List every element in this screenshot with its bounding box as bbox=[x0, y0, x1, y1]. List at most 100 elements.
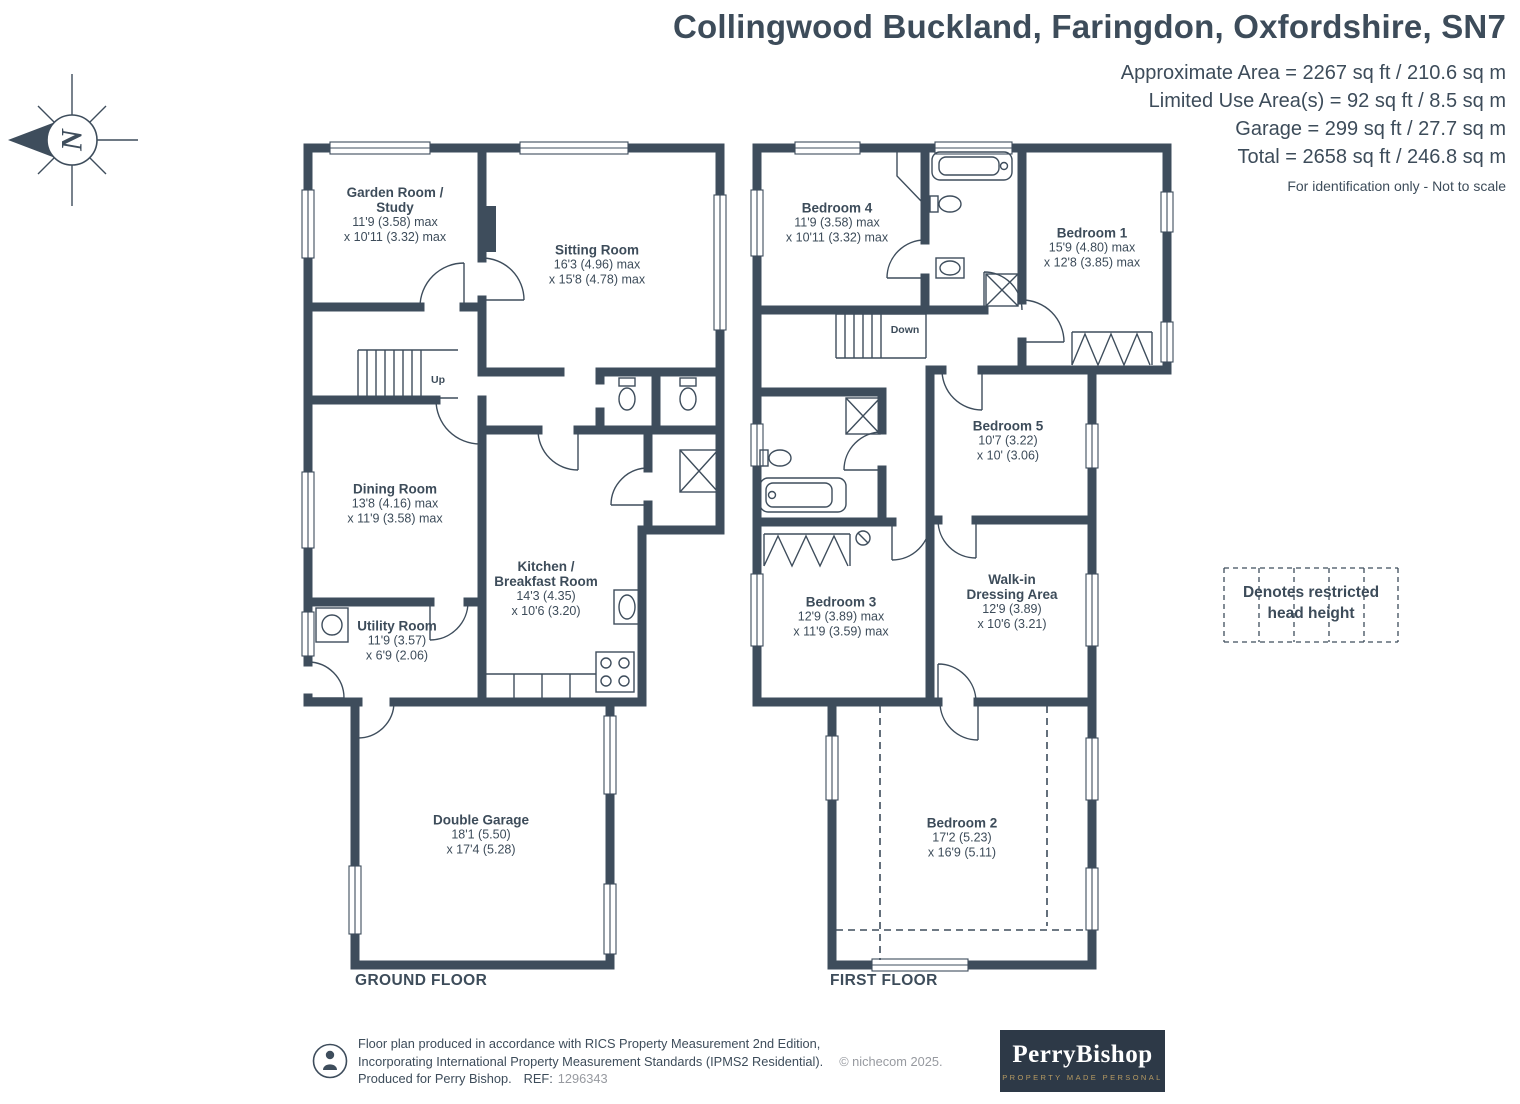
footer-line2: Incorporating International Property Mea… bbox=[358, 1053, 943, 1071]
logo-name: PerryBishop bbox=[1012, 1040, 1153, 1068]
shower-icon bbox=[985, 273, 1019, 307]
toilet-icon bbox=[679, 377, 697, 411]
kitchen-counter bbox=[486, 673, 596, 700]
room-dim1: 17'2 (5.23) bbox=[932, 830, 992, 845]
ground-floor-label: GROUND FLOOR bbox=[355, 972, 488, 989]
stairs-up-icon bbox=[357, 349, 458, 399]
room-label-walk-in-dressing-area: Walk-in Dressing Area 12'9 (3.89) x 10'6… bbox=[966, 572, 1057, 632]
room-name: Double Garage bbox=[432, 812, 530, 828]
room-label-dining-room: Dining Room 13'8 (4.16) max x 11'9 (3.58… bbox=[347, 482, 442, 527]
room-label-bedroom-4: Bedroom 4 11'9 (3.58) max x 10'11 (3.32)… bbox=[786, 201, 888, 246]
room-dim1: 16'3 (4.96) max bbox=[553, 257, 641, 272]
room-label-double-garage: Double Garage 18'1 (5.50) x 17'4 (5.28) bbox=[433, 813, 529, 858]
room-label-bedroom-3: Bedroom 3 12'9 (3.89) max x 11'9 (3.59) … bbox=[793, 595, 888, 640]
toilet-icon bbox=[759, 449, 792, 467]
cooker-icon bbox=[595, 651, 635, 693]
compass-north-label: N bbox=[56, 128, 89, 152]
copyright-text: © nichecom 2025. bbox=[839, 1053, 943, 1069]
shower-icon bbox=[845, 397, 881, 435]
sink-icon bbox=[935, 257, 965, 279]
first-floor-plan bbox=[750, 141, 1174, 972]
stairs-down-icon bbox=[835, 313, 927, 359]
room-dim2: x 10'6 (3.21) bbox=[977, 617, 1047, 631]
scale-disclaimer: For identification only - Not to scale bbox=[1287, 178, 1506, 194]
restricted-height-dashes bbox=[836, 706, 1086, 960]
restricted-height-legend-boxes bbox=[1223, 567, 1399, 643]
room-label-bedroom-5: Bedroom 5 10'7 (3.22) x 10' (3.06) bbox=[973, 419, 1044, 464]
room-dim2: x 11'9 (3.59) max bbox=[793, 624, 889, 639]
room-name: Dining Room bbox=[352, 481, 437, 497]
ground-floor-doors bbox=[307, 257, 649, 739]
room-dim2: x 6'9 (2.06) bbox=[365, 648, 429, 663]
room-dim2: x 10'6 (3.20) bbox=[511, 604, 581, 618]
room-dim2: x 10'11 (3.32) max bbox=[785, 230, 889, 245]
room-name: Kitchen / Breakfast Room bbox=[494, 559, 598, 589]
washing-machine-icon bbox=[315, 607, 349, 643]
ref-number: 1296343 bbox=[557, 1071, 608, 1086]
bath-icon bbox=[759, 477, 847, 513]
restricted-height-legend-text: Denotes restricted head height bbox=[1242, 584, 1380, 622]
produced-for-text: Produced for Perry Bishop. bbox=[358, 1071, 512, 1086]
room-dim1: 11'9 (3.58) max bbox=[352, 215, 438, 229]
ref-label: REF: bbox=[523, 1071, 553, 1086]
wardrobe-icon bbox=[763, 533, 851, 568]
footer-line2-text: Incorporating International Property Mea… bbox=[358, 1053, 824, 1069]
room-dim2: x 15'8 (4.78) max bbox=[548, 272, 646, 287]
limited-use-area: Limited Use Area(s) = 92 sq ft / 8.5 sq … bbox=[1148, 90, 1506, 112]
room-name: Garden Room / Study bbox=[346, 185, 444, 215]
footer-line1: Floor plan produced in accordance with R… bbox=[358, 1036, 821, 1051]
toilet-icon bbox=[618, 377, 636, 411]
room-name: Walk-in Dressing Area bbox=[966, 572, 1058, 602]
compass-icon: N bbox=[8, 74, 138, 206]
ceiling-light-icon bbox=[855, 530, 871, 546]
room-dim1: 11'9 (3.58) max bbox=[794, 215, 880, 230]
chimney-breast bbox=[482, 206, 496, 252]
toilet-icon bbox=[929, 195, 962, 213]
logo-tagline: PROPERTY MADE PERSONAL bbox=[1002, 1072, 1163, 1082]
stairs-down-label: Down bbox=[890, 324, 920, 336]
stairs-up-label: Up bbox=[431, 374, 445, 386]
room-label-bedroom-2: Bedroom 2 17'2 (5.23) x 16'9 (5.11) bbox=[927, 816, 998, 861]
ground-floor-plan bbox=[301, 141, 727, 970]
room-name: Bedroom 1 bbox=[1056, 225, 1128, 241]
room-dim2: x 10' (3.06) bbox=[976, 448, 1040, 463]
sink-icon bbox=[613, 589, 641, 625]
first-floor-windows bbox=[750, 141, 1174, 972]
room-dim1: 15'9 (4.80) max bbox=[1048, 240, 1136, 255]
room-dim1: 18'1 (5.50) bbox=[451, 827, 511, 842]
ground-floor-windows bbox=[301, 141, 727, 955]
room-dim2: x 16'9 (5.11) bbox=[927, 845, 997, 860]
perry-bishop-logo: PerryBishop PROPERTY MADE PERSONAL bbox=[1000, 1030, 1165, 1092]
room-label-kitchen-breakfast-room: Kitchen / Breakfast Room 14'3 (4.35) x 1… bbox=[494, 559, 598, 619]
room-name: Bedroom 3 bbox=[805, 594, 877, 610]
room-name: Bedroom 5 bbox=[972, 418, 1044, 434]
room-label-utility-room: Utility Room 11'9 (3.57) x 6'9 (2.06) bbox=[357, 619, 437, 664]
room-dim1: 12'9 (3.89) max bbox=[797, 609, 885, 624]
room-name: Bedroom 4 bbox=[801, 200, 873, 216]
room-dim1: 10'7 (3.22) bbox=[978, 433, 1038, 448]
page-title: Collingwood Buckland, Faringdon, Oxfords… bbox=[672, 8, 1506, 45]
room-label-bedroom-1: Bedroom 1 15'9 (4.80) max x 12'8 (3.85) … bbox=[1044, 226, 1140, 271]
wardrobe-icon bbox=[1071, 331, 1153, 367]
room-name: Bedroom 2 bbox=[926, 815, 998, 831]
room-label-garden-room-study: Garden Room / Study 11'9 (3.58) max x 10… bbox=[344, 185, 446, 245]
shower-icon bbox=[679, 449, 719, 493]
bath-icon bbox=[931, 151, 1013, 181]
room-dim1: 11'9 (3.57) bbox=[367, 633, 427, 648]
total-area: Total = 2658 sq ft / 246.8 sq m bbox=[1237, 146, 1507, 168]
room-name: Utility Room bbox=[357, 618, 437, 634]
first-floor-label: FIRST FLOOR bbox=[830, 972, 938, 989]
room-dim2: x 10'11 (3.32) max bbox=[343, 230, 447, 244]
footer-note: Floor plan produced in accordance with R… bbox=[358, 1035, 943, 1088]
room-dim1: 14'3 (4.35) bbox=[516, 589, 576, 603]
room-dim2: x 12'8 (3.85) max bbox=[1043, 255, 1141, 270]
footer-line3: Produced for Perry Bishop. REF: 1296343 bbox=[358, 1070, 943, 1088]
garage-area: Garage = 299 sq ft / 27.7 sq m bbox=[1235, 118, 1506, 140]
room-label-sitting-room: Sitting Room 16'3 (4.96) max x 15'8 (4.7… bbox=[549, 243, 645, 288]
first-floor-doors bbox=[843, 148, 1065, 741]
person-icon bbox=[312, 1043, 348, 1084]
approximate-area: Approximate Area = 2267 sq ft / 210.6 sq… bbox=[1120, 62, 1506, 84]
room-dim1: 13'8 (4.16) max bbox=[351, 496, 439, 511]
